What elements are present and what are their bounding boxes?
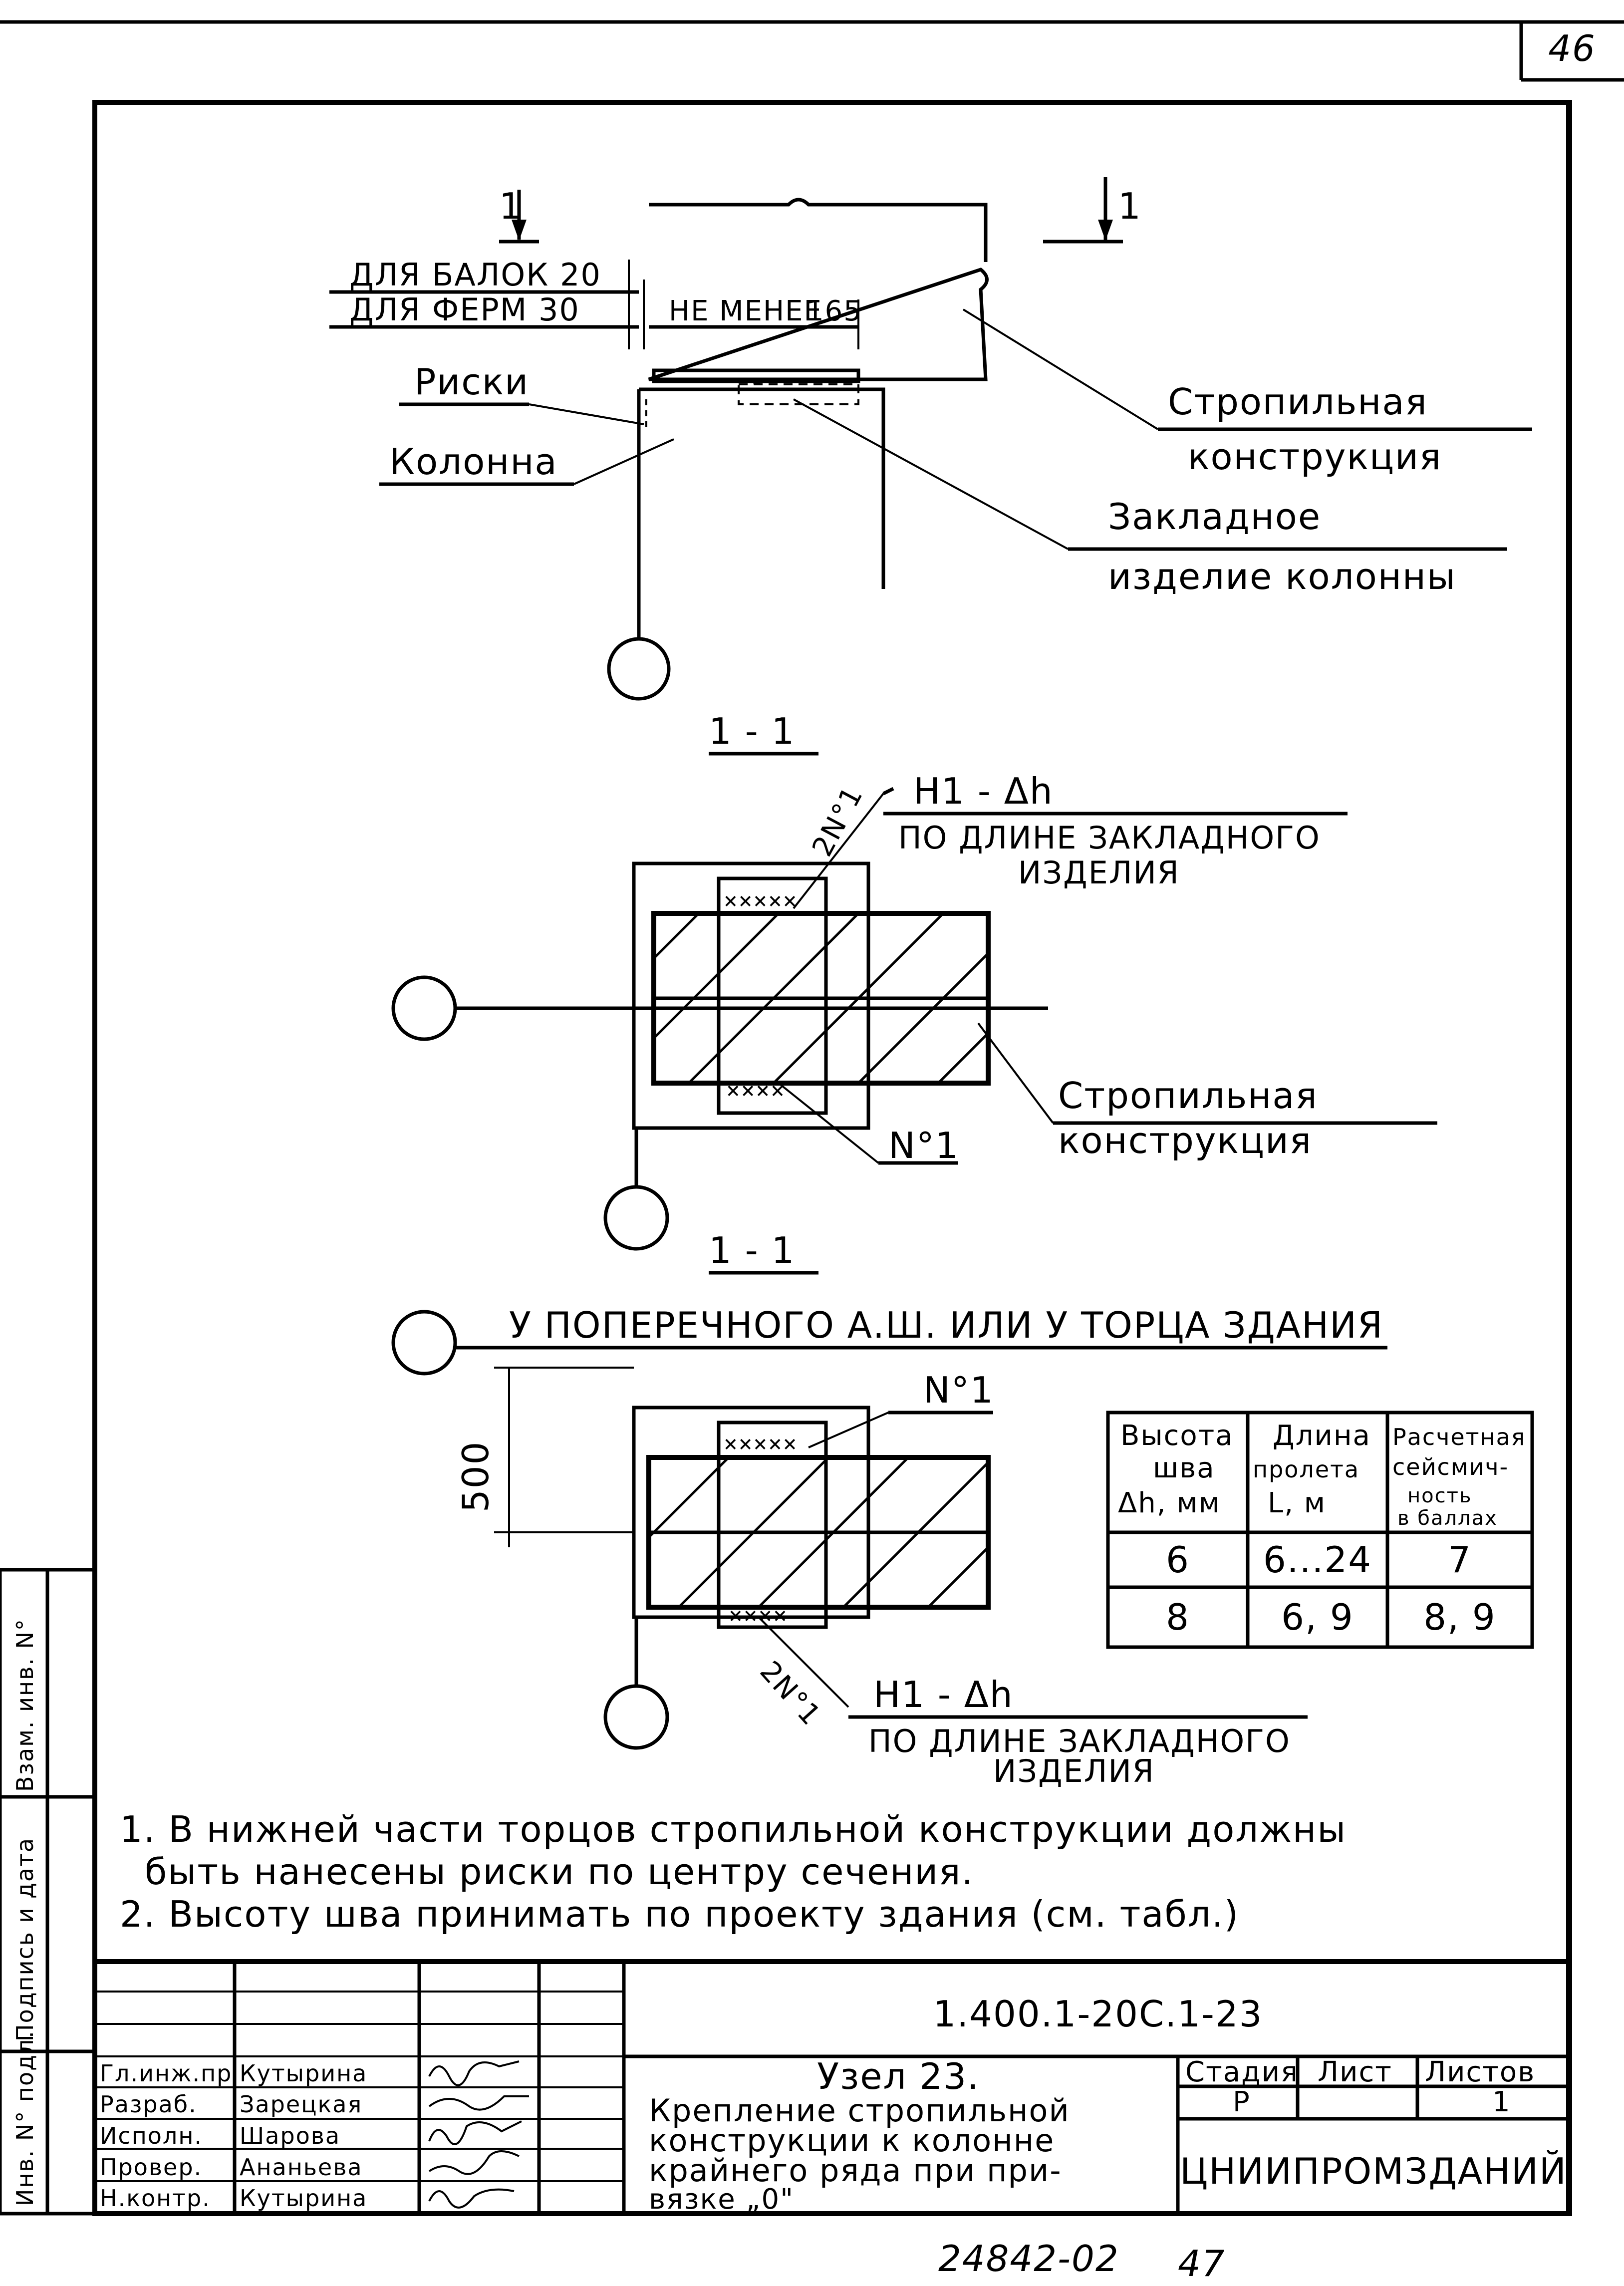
- th-length-2: пролета: [1253, 1456, 1359, 1483]
- title-line-1: Крепление стропильной: [649, 2092, 1070, 2129]
- th-seismic-2: сейсмич-: [1392, 1453, 1509, 1480]
- col-sheets: Листов: [1425, 2056, 1535, 2088]
- label-roof-2: конструкция: [1188, 436, 1442, 478]
- th-length-1: Длина: [1273, 1420, 1371, 1452]
- weld-note-1a: ПО ДЛИНЕ ЗАКЛАДНОГО: [898, 820, 1321, 856]
- weld-table: Высота шва Δh, мм Длина пролета L, м Рас…: [1106, 1411, 1534, 1649]
- role-0: Гл.инж.пр: [100, 2060, 232, 2087]
- name-1: Зарецкая: [240, 2091, 362, 2118]
- sheets-value: 1: [1492, 2086, 1511, 2118]
- weld-ref-2: N°1: [923, 1369, 994, 1411]
- axis-bubble-left: [391, 975, 457, 1041]
- weld-crosses-bottom: ××××: [726, 1077, 786, 1104]
- axis-bubble-top: [607, 637, 671, 701]
- axis-bubble-left-2: [391, 1310, 457, 1376]
- name-0: Кутырина: [240, 2060, 367, 2087]
- label-roof-1: Стропильная: [1168, 381, 1428, 423]
- title-line-4: вязке „0": [649, 2183, 794, 2216]
- note-2: 2. Высоту шва принимать по проекту здани…: [120, 1893, 1239, 1935]
- note-1: 1. В нижней части торцов стропильной кон…: [120, 1808, 1347, 1850]
- th-height-1: Высота: [1120, 1420, 1234, 1452]
- section-1-title: 1 - 1: [709, 710, 795, 752]
- note-1-cont: быть нанесены риски по центру сечения.: [145, 1851, 974, 1893]
- section-arrow-right: [1098, 220, 1113, 241]
- weld-crosses-top: ×××××: [724, 887, 798, 914]
- name-2: Шарова: [240, 2122, 340, 2149]
- role-3: Провер.: [100, 2154, 202, 2181]
- name-4: Кутырина: [240, 2185, 367, 2212]
- notes: 1. В нижней части торцов стропильной кон…: [120, 1808, 1347, 1935]
- weld-count-1: 2N°1: [806, 781, 869, 861]
- label-column: Колонна: [389, 441, 558, 483]
- side-stamp: Инв. N° подл. Подпись и дата Взам. инв. …: [0, 1568, 97, 2216]
- section-mark-right: 1: [1118, 185, 1142, 227]
- title-line-3: крайнего ряда при при-: [649, 2152, 1062, 2189]
- title-line-0: Узел 23.: [817, 2055, 980, 2097]
- drawing-frame: [0, 20, 1624, 2216]
- weld-note-1b: ИЗДЕЛИЯ: [1018, 855, 1180, 891]
- section-2: 1 - 1 У ПОПЕРЕЧНОГО А.Ш. ИЛИ У ТОРЦА ЗДА…: [391, 1229, 1387, 1789]
- stamp-inventory: Инв. N° подл.: [11, 2030, 38, 2206]
- td-r1-c3: 7: [1448, 1539, 1472, 1581]
- label-marks: Риски: [414, 361, 529, 403]
- stamp-replacement: Взам. инв. N°: [11, 1618, 38, 1792]
- td-r2-c3: 8, 9: [1423, 1596, 1496, 1638]
- weld-crosses-bottom-2: ××××: [729, 1602, 788, 1629]
- sec1-roof-2: конструкция: [1058, 1120, 1312, 1161]
- label-embed-1: Закладное: [1108, 496, 1321, 538]
- th-height-2: шва: [1153, 1452, 1215, 1484]
- name-3: Ананьева: [240, 2154, 363, 2181]
- signatures: [428, 2060, 529, 2209]
- role-2: Исполн.: [100, 2122, 203, 2149]
- col-stage: Стадия: [1185, 2056, 1299, 2088]
- section-arrow-left: [512, 220, 527, 241]
- weld-count-2: 2N°1: [754, 1655, 827, 1732]
- td-r2-c2: 6, 9: [1281, 1596, 1353, 1638]
- sheet-number: 46: [1548, 27, 1596, 69]
- bottom-page: 47: [1178, 2243, 1226, 2285]
- th-seismic-1: Расчетная: [1392, 1424, 1526, 1450]
- role-1: Разраб.: [100, 2091, 197, 2118]
- section-2-title: 1 - 1: [709, 1229, 795, 1271]
- axis-bubble-bottom: [603, 1185, 669, 1251]
- dim-trusses: ДЛЯ ФЕРМ 30: [349, 291, 580, 328]
- stamp-signature: Подпись и дата: [11, 1837, 38, 2041]
- th-seismic-4: в баллах: [1397, 1507, 1498, 1530]
- weld-ref-1: N°1: [888, 1125, 959, 1166]
- organization: ЦНИИПРОМЗДАНИЙ: [1180, 2150, 1567, 2192]
- weld-crosses-top-2: ×××××: [724, 1430, 798, 1457]
- stage-value: Р: [1233, 2086, 1251, 2118]
- title-block: 1.400.1-20С.1-23 Гл.инж.пр Разраб. Испол…: [95, 1959, 1570, 2216]
- weld-code-2: H1 - Δh: [873, 1674, 1014, 1715]
- td-r1-c2: 6...24: [1263, 1539, 1372, 1581]
- section-1: 1 - 1 ××××× ×××× 2N°1 H1 - Δh ПО ДЛИНЕ З…: [391, 710, 1437, 1251]
- dim-beams: ДЛЯ БАЛОК 20: [349, 257, 601, 293]
- axis-bubble-bottom-2: [603, 1684, 669, 1750]
- sec1-roof-1: Стропильная: [1058, 1075, 1318, 1117]
- th-length-3: L, м: [1268, 1487, 1326, 1519]
- designation: 1.400.1-20С.1-23: [933, 1993, 1263, 2035]
- dim-500: 500: [455, 1441, 497, 1512]
- td-r2-c1: 8: [1166, 1596, 1190, 1638]
- th-seismic-3: ность: [1407, 1484, 1472, 1507]
- weld-note-2a: ПО ДЛИНЕ ЗАКЛАДНОГО: [868, 1723, 1291, 1759]
- section-2-caption: У ПОПЕРЕЧНОГО А.Ш. ИЛИ У ТОРЦА ЗДАНИЯ: [509, 1304, 1383, 1346]
- bottom-number: 24842-02: [938, 2238, 1119, 2280]
- td-r1-c1: 6: [1166, 1539, 1190, 1581]
- role-4: Н.контр.: [100, 2185, 211, 2212]
- th-height-3: Δh, мм: [1118, 1487, 1221, 1519]
- weld-note-2b: ИЗДЕЛИЯ: [993, 1753, 1155, 1789]
- col-sheet: Лист: [1318, 2056, 1392, 2088]
- label-embed-2: изделие колонны: [1108, 556, 1456, 597]
- top-view: 1 1 ДЛЯ БАЛОК 20 ДЛЯ ФЕРМ 30 НЕ МЕНЕЕ 16…: [329, 177, 1532, 701]
- dim-min-value: 165: [806, 295, 862, 327]
- title-line-2: конструкции к колонне: [649, 2122, 1055, 2159]
- weld-code-1: H1 - Δh: [913, 770, 1054, 812]
- dim-min: НЕ МЕНЕЕ: [669, 295, 822, 327]
